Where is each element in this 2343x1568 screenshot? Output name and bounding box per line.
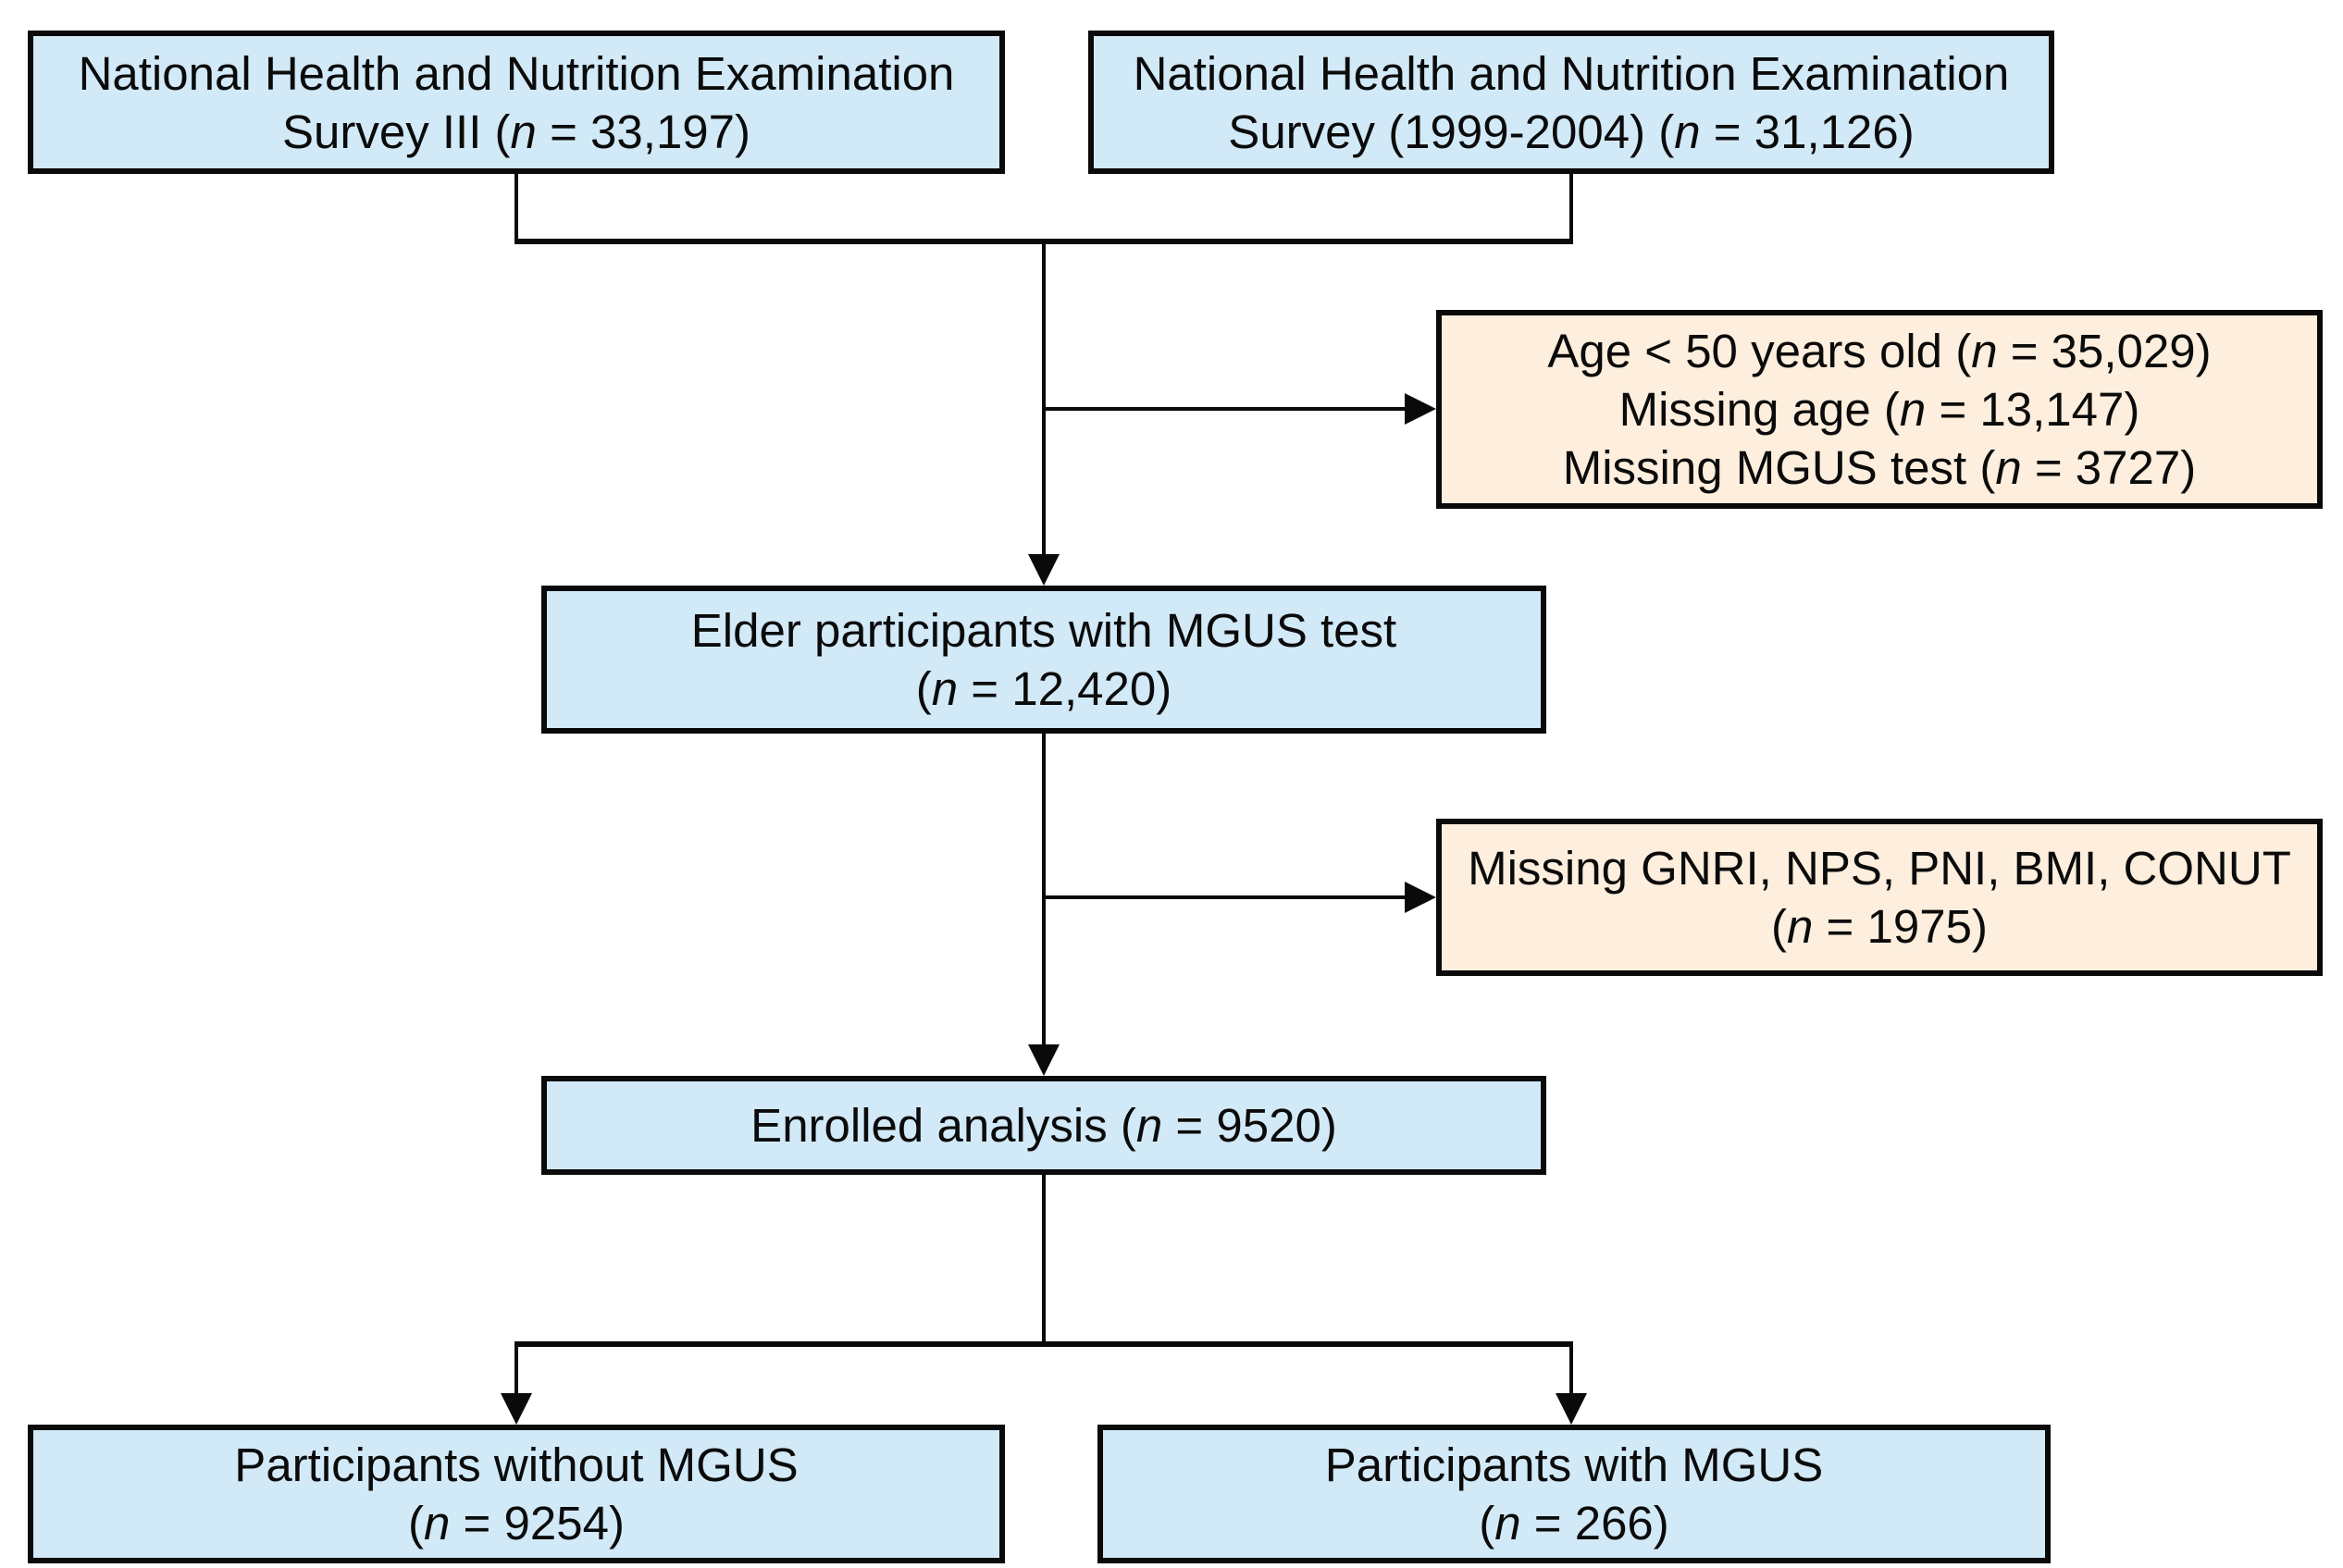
italic-n: n	[931, 662, 959, 715]
connector-nhanes-1999-down	[1569, 174, 1573, 244]
box-nhanes-iii: National Health and Nutrition Examinatio…	[28, 31, 1005, 174]
italic-n: n	[1899, 383, 1927, 436]
box-line: (n = 12,420)	[916, 660, 1172, 718]
arrowhead-down-icon	[1028, 554, 1060, 586]
text-segment: Survey III (	[281, 105, 511, 158]
text-segment: Age < 50 years old (	[1547, 325, 1972, 377]
box-line: Participants without MGUS	[234, 1436, 798, 1494]
text-segment: = 31,126)	[1700, 105, 1915, 158]
text-segment: = 33,197)	[536, 105, 751, 158]
text-segment: (	[408, 1497, 425, 1549]
connector-stem-3	[1042, 1175, 1046, 1347]
arrowhead-down-icon	[1556, 1393, 1587, 1425]
box-line: National Health and Nutrition Examinatio…	[79, 44, 955, 103]
italic-n: n	[510, 105, 537, 158]
box-elder-participants: Elder participants with MGUS test (n = 1…	[541, 586, 1546, 734]
arrowhead-right-icon	[1405, 882, 1436, 913]
text-segment: Missing age (	[1618, 383, 1900, 436]
connector-right-branch-down	[1569, 1341, 1573, 1393]
text-segment: Survey (1999-2004) (	[1228, 105, 1675, 158]
box-line: Participants with MGUS	[1325, 1436, 1824, 1494]
text-segment: (	[915, 662, 932, 715]
text-segment: (	[1479, 1497, 1495, 1549]
box-line: (n = 1975)	[1771, 897, 1988, 956]
text-segment: = 35,029)	[1997, 325, 2212, 377]
box-exclusion-missing-indices: Missing GNRI, NPS, PNI, BMI, CONUT (n = …	[1436, 819, 2323, 976]
connector-left-branch-down	[514, 1341, 518, 1393]
box-exclusion-age-mgus: Age < 50 years old (n = 35,029) Missing …	[1436, 310, 2323, 509]
box-line: (n = 266)	[1479, 1494, 1669, 1552]
italic-n: n	[1787, 900, 1814, 953]
connector-stem-2	[1042, 734, 1046, 1048]
text-segment: Participants with MGUS	[1324, 1438, 1824, 1491]
italic-n: n	[1995, 441, 2022, 494]
box-line: National Health and Nutrition Examinatio…	[1134, 44, 2010, 103]
box-without-mgus: Participants without MGUS (n = 9254)	[28, 1425, 1005, 1563]
box-nhanes-1999-2004: National Health and Nutrition Examinatio…	[1088, 31, 2054, 174]
box-line: Missing MGUS test (n = 3727)	[1563, 438, 2197, 497]
italic-n: n	[1135, 1099, 1163, 1152]
box-with-mgus: Participants with MGUS (n = 266)	[1097, 1425, 2051, 1563]
box-line: Enrolled analysis (n = 9520)	[750, 1096, 1337, 1154]
arrowhead-down-icon	[501, 1393, 532, 1425]
arrowhead-right-icon	[1405, 393, 1436, 425]
text-segment: National Health and Nutrition Examinatio…	[78, 46, 955, 100]
text-segment: Missing MGUS test (	[1562, 441, 1996, 494]
text-segment: = 266)	[1520, 1497, 1669, 1549]
text-segment: = 9520)	[1162, 1099, 1337, 1152]
box-enrolled-analysis: Enrolled analysis (n = 9520)	[541, 1076, 1546, 1175]
text-segment: Elder participants with MGUS test	[690, 604, 1397, 657]
text-segment: = 1975)	[1813, 900, 1988, 953]
text-segment: = 12,420)	[958, 662, 1172, 715]
box-line: Elder participants with MGUS test	[691, 601, 1396, 660]
box-line: (n = 9254)	[408, 1494, 625, 1552]
text-segment: Missing GNRI, NPS, PNI, BMI, CONUT	[1468, 842, 2291, 895]
italic-n: n	[1674, 105, 1701, 158]
box-line: Survey (1999-2004) (n = 31,126)	[1228, 103, 1914, 161]
connector-split-horizontal	[514, 1341, 1573, 1347]
connector-stem-1	[1042, 239, 1046, 562]
box-line: Missing GNRI, NPS, PNI, BMI, CONUT	[1468, 839, 2291, 897]
box-line: Missing age (n = 13,147)	[1619, 380, 2140, 438]
italic-n: n	[424, 1497, 451, 1549]
text-segment: = 3727)	[2021, 441, 2197, 494]
italic-n: n	[1971, 325, 1998, 377]
box-line: Survey III (n = 33,197)	[282, 103, 750, 161]
text-segment: (	[1771, 900, 1788, 953]
connector-nhanes-iii-down	[514, 174, 518, 244]
text-segment: Participants without MGUS	[234, 1438, 799, 1491]
text-segment: Enrolled analysis (	[750, 1099, 1136, 1152]
connector-branch-exclusion-2	[1042, 895, 1405, 899]
italic-n: n	[1494, 1497, 1521, 1549]
connector-branch-exclusion-1	[1042, 407, 1405, 411]
arrowhead-down-icon	[1028, 1044, 1060, 1076]
text-segment: = 13,147)	[1926, 383, 2140, 436]
text-segment: = 9254)	[450, 1497, 625, 1549]
text-segment: National Health and Nutrition Examinatio…	[1133, 46, 2010, 100]
box-line: Age < 50 years old (n = 35,029)	[1547, 322, 2211, 380]
